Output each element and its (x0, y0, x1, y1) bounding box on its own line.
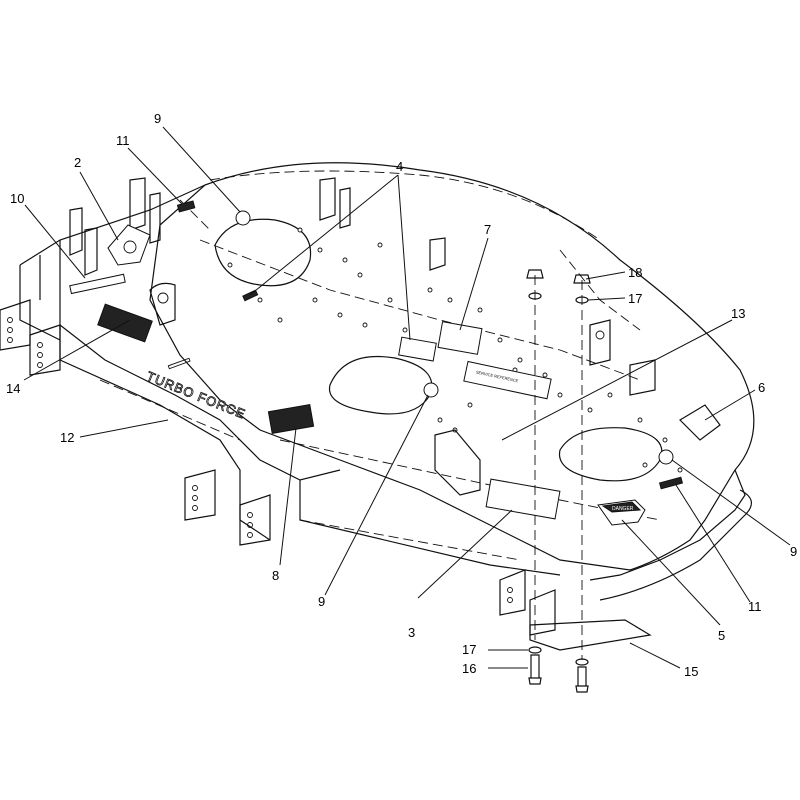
callout-13: 13 (731, 306, 745, 321)
bolt-left (528, 654, 542, 685)
baffle-plate (529, 619, 652, 651)
small-right-decal (658, 476, 684, 490)
callout-11-right: 11 (748, 599, 762, 614)
logo-decal (107, 224, 151, 266)
callout-3: 3 (408, 625, 415, 640)
center-blade-opening (328, 355, 433, 415)
callout-16: 16 (462, 661, 476, 676)
danger-text: DANGER (612, 506, 634, 512)
right-blade-opening (558, 427, 663, 482)
square-decal-front (267, 403, 315, 435)
callout-17-bottom: 17 (462, 642, 476, 657)
callout-9-right: 9 (790, 544, 797, 559)
round-decal-right (658, 449, 674, 465)
callout-numbers: 9 11 2 10 4 7 18 17 13 6 14 12 9 8 9 3 5… (6, 111, 797, 679)
service-decal-small (398, 336, 437, 362)
blade-openings (214, 218, 663, 482)
nut-right (573, 274, 591, 284)
callout-12: 12 (60, 430, 74, 445)
callout-17-top: 17 (628, 291, 642, 306)
callout-leaders (23, 126, 791, 669)
nut-left (526, 269, 544, 279)
callout-15: 15 (684, 664, 698, 679)
callout-2: 2 (74, 155, 81, 170)
bolt-right (575, 666, 589, 693)
narrow-decal-left (242, 289, 259, 302)
washer-right-bottom (575, 658, 589, 666)
callout-9-center: 9 (318, 594, 325, 609)
mounting-holes (227, 227, 683, 473)
callout-8: 8 (272, 568, 279, 583)
callout-10: 10 (10, 191, 24, 206)
round-decal-center (423, 382, 439, 398)
callout-14: 14 (6, 381, 20, 396)
callout-18: 18 (628, 265, 642, 280)
round-decal-rear (235, 210, 251, 226)
strip-decal (69, 273, 126, 295)
callout-9-rear: 9 (154, 111, 161, 126)
callout-6: 6 (758, 380, 765, 395)
service-reference-decal (463, 360, 552, 400)
washer-left-top (528, 292, 542, 300)
small-rear-decal (176, 200, 196, 213)
washer-left-bottom (528, 646, 542, 654)
callout-7: 7 (484, 222, 491, 237)
large-front-decal (485, 478, 561, 520)
left-blade-opening (214, 218, 312, 287)
callout-11-rear: 11 (116, 133, 130, 148)
hardware (526, 269, 652, 693)
panel-decal (437, 321, 483, 355)
callout-5: 5 (718, 628, 725, 643)
brackets (0, 177, 721, 636)
turbo-force-emboss: TURBO FORCE (144, 368, 248, 421)
callout-4: 4 (396, 159, 403, 174)
